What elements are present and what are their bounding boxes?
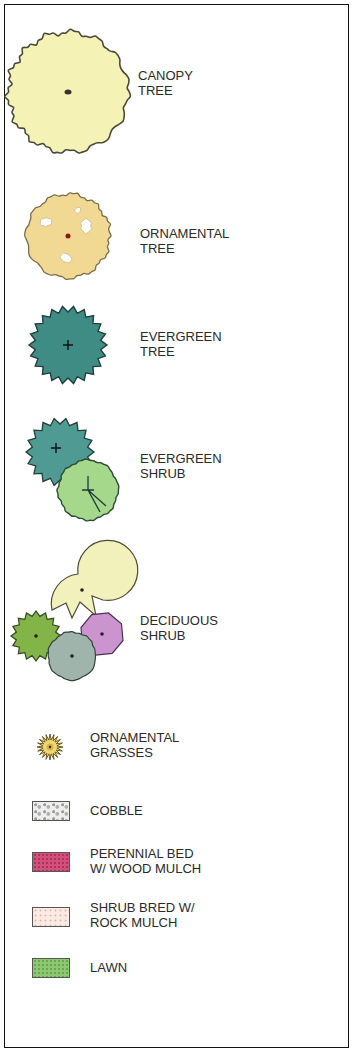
grass-center (47, 744, 54, 751)
shrub-center (80, 588, 84, 592)
shrub-center (34, 634, 38, 638)
evergreen-tree-symbol (29, 306, 107, 383)
highlight-blotch (40, 217, 51, 226)
legend-frame (4, 4, 349, 1048)
legend-label: DECIDUOUS SHRUB (140, 614, 230, 644)
highlight-blotch (75, 207, 81, 213)
tree-center (65, 90, 72, 95)
legend-label: CANOPY TREE (138, 69, 218, 99)
evergreen-shrub-symbol (57, 459, 119, 521)
legend-label: ORNAMENTAL GRASSES (90, 731, 190, 761)
legend-label: EVERGREEN TREE (140, 330, 230, 360)
canopy-tree-symbol (5, 29, 131, 153)
legend-swatch (32, 801, 70, 821)
legend-label: EVERGREEN SHRUB (140, 452, 230, 482)
grass-center (49, 746, 51, 748)
tree-center (66, 234, 71, 239)
center-cross (63, 340, 73, 350)
legend-label: SHRUB BRED W/ ROCK MULCH (90, 901, 202, 931)
legend-label: PERENNIAL BED W/ WOOD MULCH (90, 847, 204, 877)
shrub-center (100, 632, 104, 636)
legend-label: COBBLE (90, 804, 200, 819)
highlight-blotch (81, 218, 92, 233)
highlight-blotch (60, 253, 72, 263)
center-cross (51, 443, 61, 453)
legend-label: LAWN (90, 961, 200, 976)
legend-label: ORNAMENTAL TREE (140, 227, 240, 257)
legend-swatch (32, 907, 70, 927)
ornamental-tree-symbol (25, 193, 111, 280)
deciduous-shrub-symbol (48, 632, 95, 681)
ornamental-grass-symbol (37, 734, 63, 760)
deciduous-shrub-symbol (51, 540, 137, 618)
shrub-center (70, 654, 74, 658)
center-cross (82, 476, 106, 512)
legend-swatch (32, 852, 70, 872)
legend-swatch (32, 958, 70, 978)
